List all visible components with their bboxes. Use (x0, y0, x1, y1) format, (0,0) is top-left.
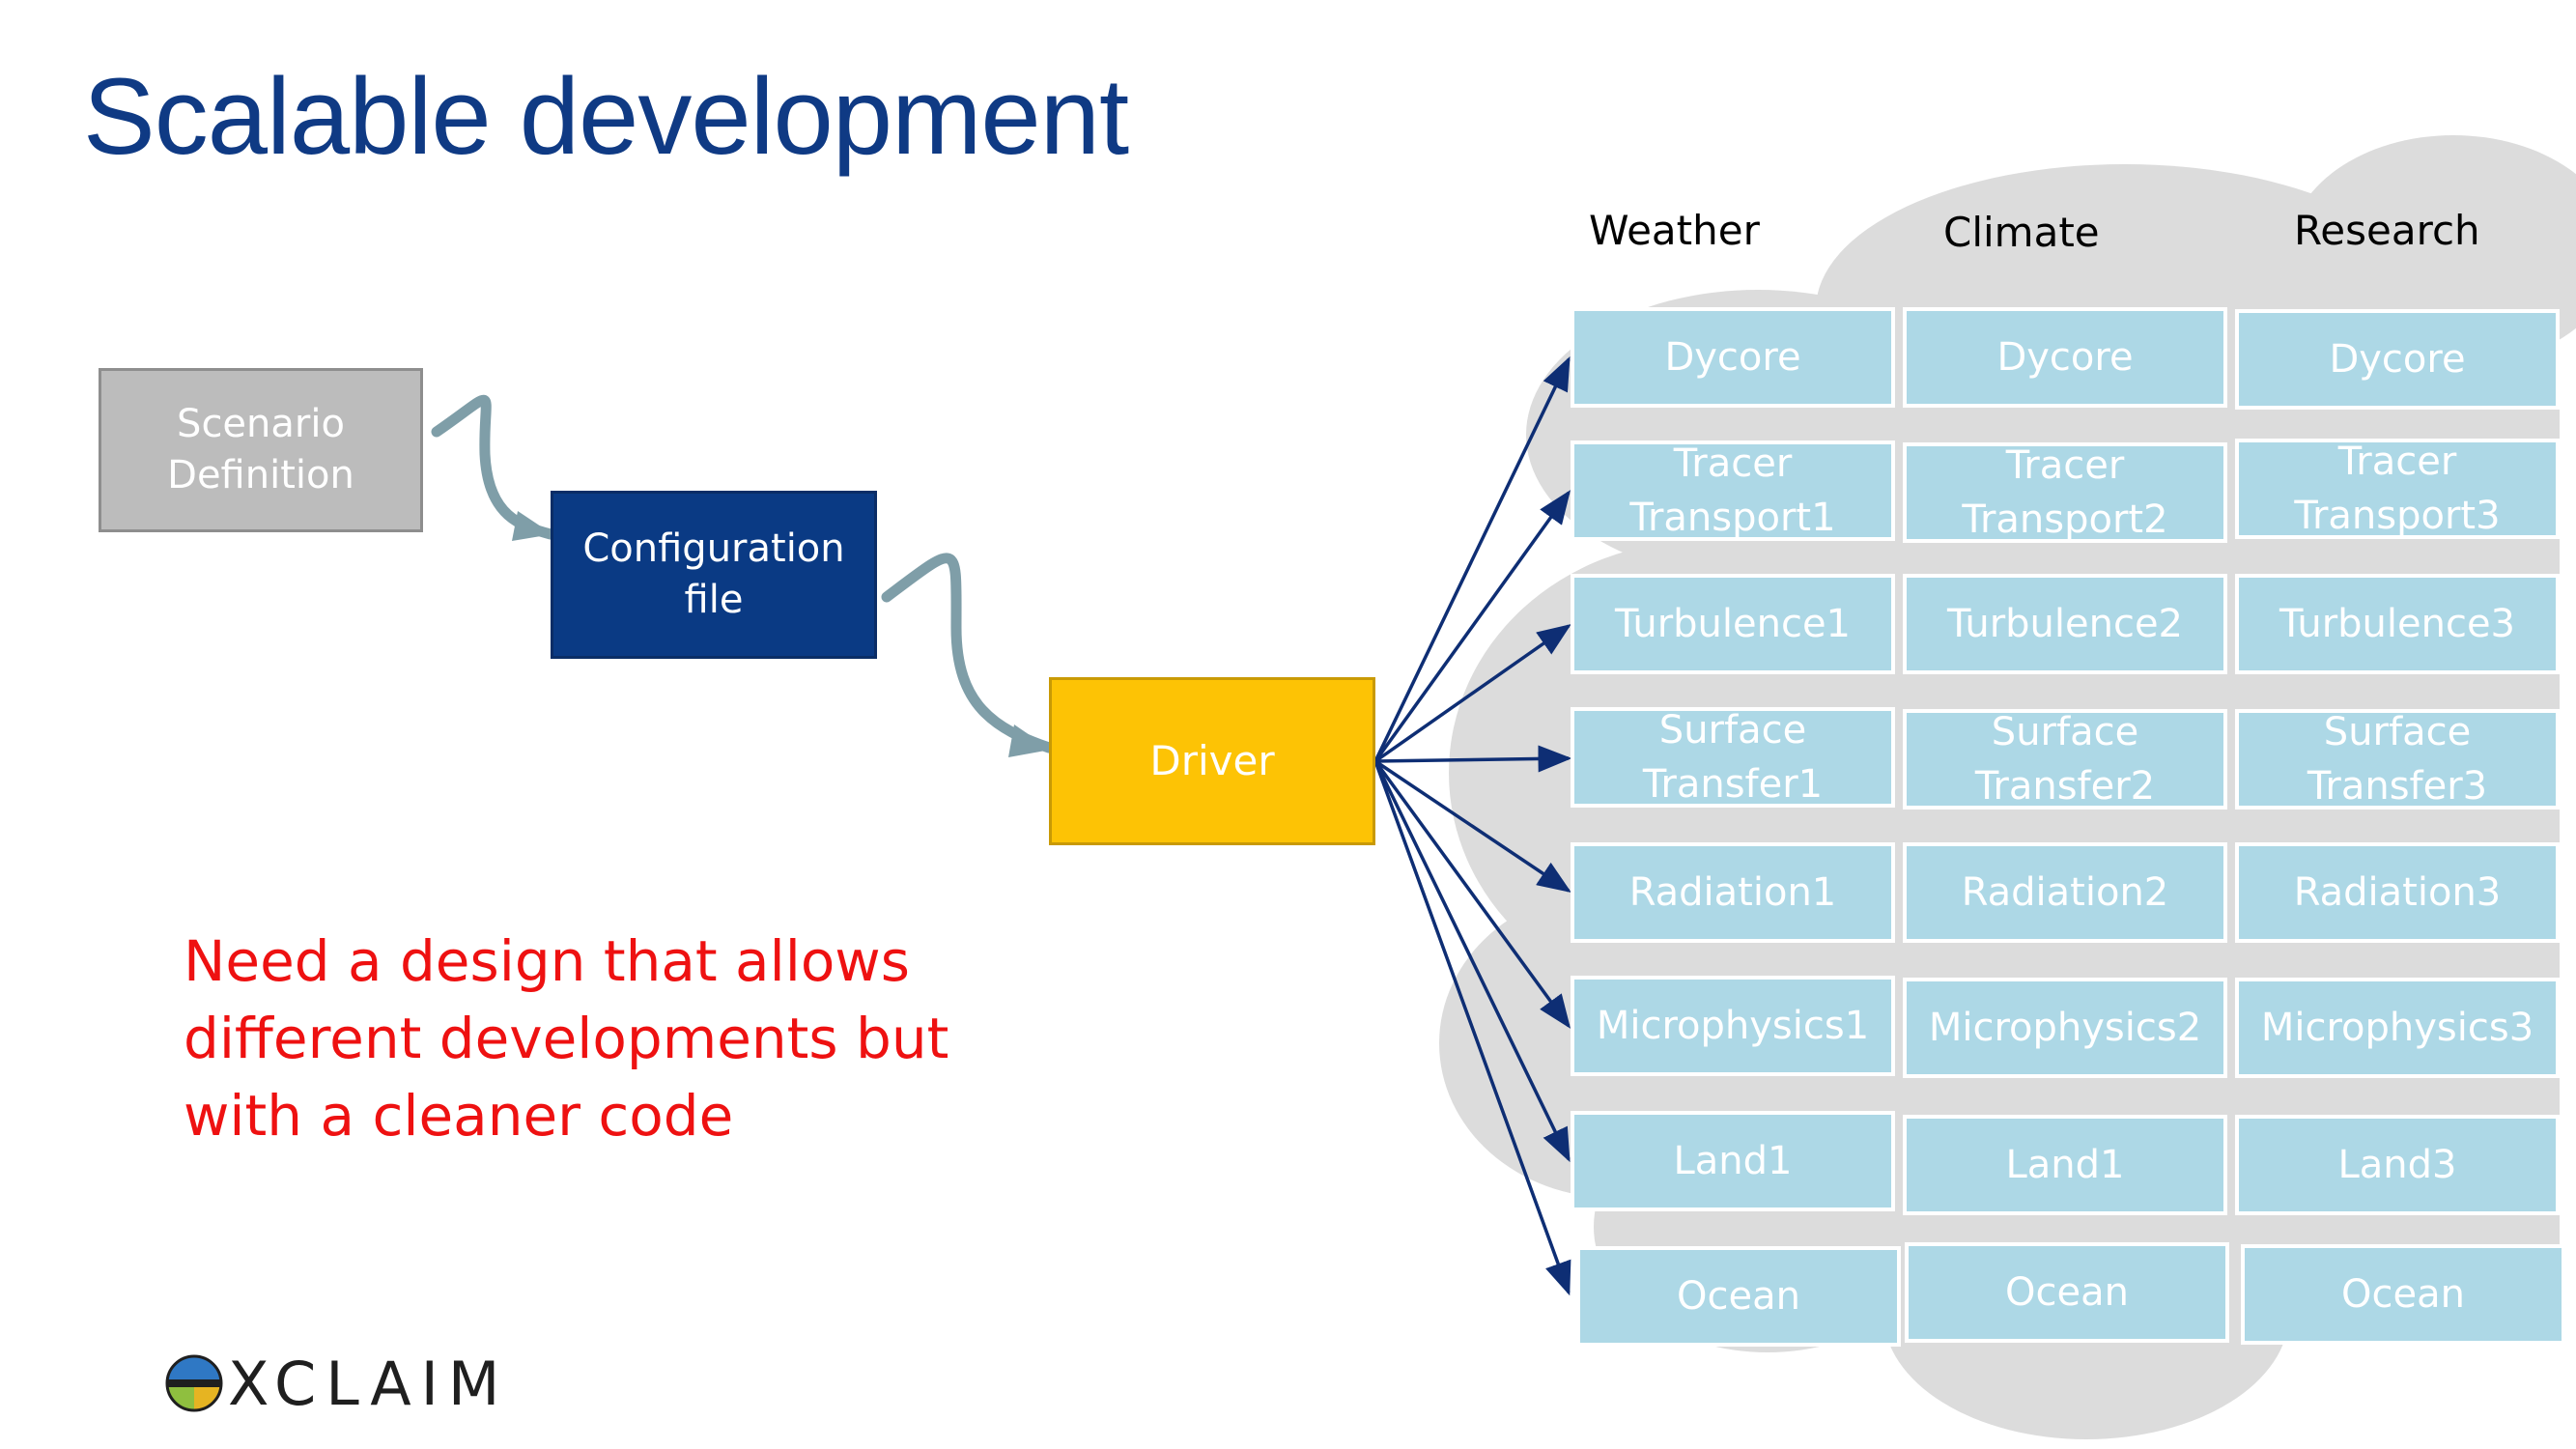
driver-arrows (1373, 355, 1572, 1296)
component-research-land: Land3 (2235, 1115, 2560, 1215)
scenario-to-config-connector (431, 394, 556, 540)
component-weather-tracer: Tracer Transport1 (1571, 440, 1895, 541)
component-climate-ocean: Ocean (1905, 1242, 2229, 1343)
design-note: Need a design that allows different deve… (184, 923, 1053, 1154)
component-weather-dycore: Dycore (1571, 307, 1895, 408)
note-line-3: with a cleaner code (184, 1083, 734, 1149)
component-climate-turbulence: Turbulence2 (1903, 574, 2227, 674)
arrow-turbulence (1373, 623, 1571, 763)
arrow-dycore (1373, 355, 1571, 762)
scenario-label-line1: Scenario (177, 402, 345, 447)
arrow-microphysics (1373, 759, 1571, 1029)
config-label-line2: file (684, 578, 744, 622)
column-header-research: Research (2294, 207, 2480, 254)
exclaim-logo: XCLAIM (164, 1349, 509, 1419)
configuration-file-box: Configuration file (551, 491, 877, 659)
component-research-microphysics: Microphysics3 (2235, 978, 2560, 1078)
component-weather-ocean: Ocean (1576, 1246, 1901, 1347)
scenario-to-config-arrowhead (512, 511, 552, 541)
arrow-tracer (1373, 490, 1571, 763)
scenario-definition-box: Scenario Definition (99, 368, 423, 532)
component-climate-land: Land1 (1903, 1115, 2227, 1215)
driver-box: Driver (1049, 677, 1375, 845)
component-weather-land: Land1 (1571, 1111, 1895, 1211)
component-research-turbulence: Turbulence3 (2235, 574, 2560, 674)
component-weather-surface: Surface Transfer1 (1571, 707, 1895, 808)
arrow-radiation (1374, 759, 1571, 893)
component-research-radiation: Radiation3 (2235, 842, 2560, 943)
column-header-climate: Climate (1943, 209, 2100, 256)
scenario-label-line2: Definition (167, 453, 354, 497)
config-label-line1: Configuration (582, 526, 845, 572)
note-line-2: different developments but (184, 1006, 949, 1071)
component-climate-tracer: Tracer Transport2 (1903, 442, 2227, 543)
config-to-driver-connector (881, 553, 1055, 753)
config-to-driver-arrowhead (1008, 724, 1051, 757)
component-weather-microphysics: Microphysics1 (1571, 976, 1895, 1076)
component-research-surface: Surface Transfer3 (2235, 709, 2560, 810)
exclaim-globe-icon (165, 1354, 223, 1412)
driver-label: Driver (1149, 737, 1275, 785)
arrow-surface (1374, 745, 1572, 773)
component-weather-radiation: Radiation1 (1571, 842, 1895, 943)
component-climate-microphysics: Microphysics2 (1903, 978, 2227, 1078)
arrow-ocean (1373, 760, 1571, 1296)
component-climate-surface: Surface Transfer2 (1903, 709, 2227, 810)
component-climate-radiation: Radiation2 (1903, 842, 2227, 943)
component-climate-dycore: Dycore (1903, 307, 2227, 408)
component-research-ocean: Ocean (2241, 1244, 2565, 1345)
component-research-tracer: Tracer Transport3 (2235, 439, 2560, 539)
arrow-land (1373, 760, 1571, 1163)
slide-title: Scalable development (83, 56, 1129, 177)
component-research-dycore: Dycore (2235, 309, 2560, 410)
column-header-weather: Weather (1589, 207, 1760, 254)
component-weather-turbulence: Turbulence1 (1571, 574, 1895, 674)
logo-text: XCLAIM (228, 1348, 510, 1419)
note-line-1: Need a design that allows (184, 928, 910, 994)
